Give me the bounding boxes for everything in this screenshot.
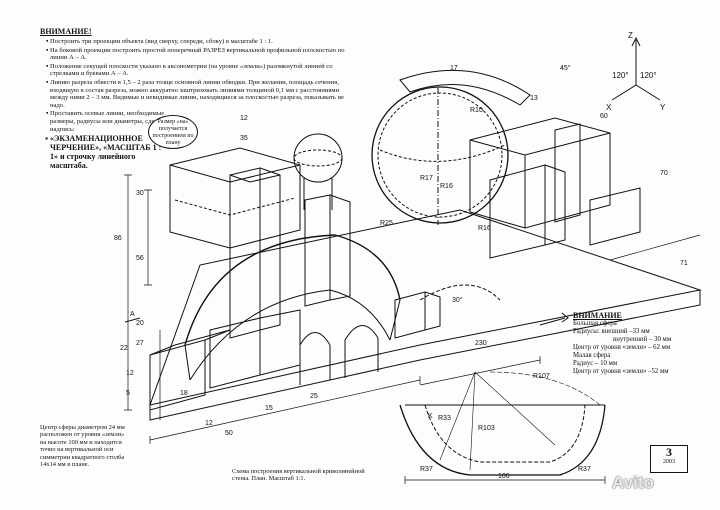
small-sphere-label: Малая сфера — [573, 352, 611, 359]
dim-15: 15 — [265, 405, 273, 412]
instruction-item: Положение секущей плоскости указано в ак… — [50, 63, 350, 78]
attention-title: ВНИМАНИЕ — [573, 311, 622, 320]
instruction-item: Проставить осевые линии, необходимые раз… — [50, 110, 170, 133]
arch-right — [344, 325, 379, 341]
radius-r25: R25 — [380, 220, 393, 227]
plan-scheme — [399, 404, 606, 476]
axis-x-label: X — [606, 103, 612, 112]
dim-106: 106 — [498, 473, 510, 480]
axis-y-label: Y — [660, 103, 666, 112]
dim-60: 60 — [600, 113, 608, 120]
instruction-item: «ЭКЗАМЕНАЦИОННОЕ ЧЕРЧЕНИЕ», «МАСШТАБ 1 :… — [50, 134, 170, 170]
dim-18: 18 — [180, 390, 188, 397]
stamp-number: 3 — [666, 445, 672, 459]
big-sphere-center: Центр от уровня «земли» – 62 мм — [573, 344, 671, 351]
dim-22: 22 — [120, 345, 128, 352]
dim-230: 230 — [475, 340, 487, 347]
dim-12a: 12 — [126, 370, 134, 377]
dim-30deg: 30° — [452, 296, 463, 304]
instruction-item: Построить три проекции объекта (вид свер… — [50, 38, 350, 46]
radius-r33: R33 — [438, 415, 451, 422]
isometric-axes: Z X Y 120° 120° — [606, 31, 666, 112]
small-sphere-radius: Радиус – 10 мм — [573, 360, 618, 367]
dim-86: 86 — [114, 235, 122, 242]
radius-r107: R107 — [533, 373, 550, 380]
instructions-title: ВНИМАНИЕ! — [40, 27, 92, 36]
dim-13: 13 — [530, 95, 538, 102]
dim-17: 17 — [450, 65, 458, 72]
rear-block — [469, 117, 611, 229]
radius-r103: R103 — [478, 425, 495, 432]
small-sphere-center: Центр от уровня «земли» –52 мм — [573, 368, 669, 375]
dim-71: 71 — [680, 260, 688, 267]
dim-70: 70 — [660, 170, 668, 177]
big-sphere-radii-outer: Радиусы: внешний –33 мм — [573, 328, 650, 335]
big-sphere-label: Большая сфера — [573, 320, 617, 327]
big-sphere-radii-inner: внутренний – 30 мм — [613, 336, 672, 343]
dim-25: 25 — [310, 393, 318, 400]
rear-pillar — [554, 123, 581, 223]
dim-56: 56 — [136, 255, 144, 262]
instructions-list: Построить три проекции объекта (вид свер… — [40, 38, 350, 171]
dim-27: 27 — [136, 340, 144, 347]
dim-12b: 12 — [205, 420, 213, 427]
instruction-item: На боковой проекции построить простой по… — [50, 47, 350, 62]
dim-12c: 12 — [240, 115, 248, 122]
dim-50: 50 — [225, 430, 233, 437]
front-block-left — [149, 339, 206, 411]
label-a: A — [130, 311, 135, 318]
radius-r17: R17 — [420, 175, 433, 182]
curved-wall — [184, 234, 401, 346]
scheme-caption: Схема построения вертикальной криволиней… — [232, 468, 365, 483]
attention-block: ВНИМАНИЕ Большая сфера Радиусы: внешний … — [573, 312, 703, 376]
base-slab — [149, 209, 702, 406]
arc-shelf — [399, 69, 531, 106]
dim-20: 20 — [136, 320, 144, 327]
sphere-note: Центр сферы диаметром 24 мм расположен о… — [40, 424, 125, 469]
upper-block — [169, 147, 301, 249]
dim-35: 35 — [240, 135, 248, 142]
dim-30: 30 — [136, 190, 144, 197]
sheet-stamp: 3 2003 — [650, 445, 688, 473]
radius-r16b: R16 — [478, 225, 491, 232]
dim-5: 5 — [126, 390, 130, 397]
axis-angle-1: 120° — [612, 71, 629, 80]
callout-bubble: Размер «на» получается построением по пл… — [148, 115, 198, 149]
radius-r37b: R37 — [578, 466, 591, 473]
instruction-item: Линию разреза обвести в 1,5 – 2 раза тол… — [50, 79, 350, 109]
radius-r16a: R16 — [440, 183, 453, 190]
label-k: K — [428, 413, 433, 420]
dim-45deg: 45° — [560, 64, 571, 72]
pillar-2 — [304, 194, 331, 307]
radius-r10: R10 — [470, 107, 483, 114]
axis-z-label: Z — [628, 31, 633, 40]
avito-watermark: Avito — [612, 473, 654, 492]
axis-angle-2: 120° — [640, 71, 657, 80]
arch-left — [299, 332, 331, 346]
stamp-year: 2003 — [663, 459, 675, 465]
big-sphere — [371, 86, 509, 224]
radius-r37a: R37 — [420, 466, 433, 473]
